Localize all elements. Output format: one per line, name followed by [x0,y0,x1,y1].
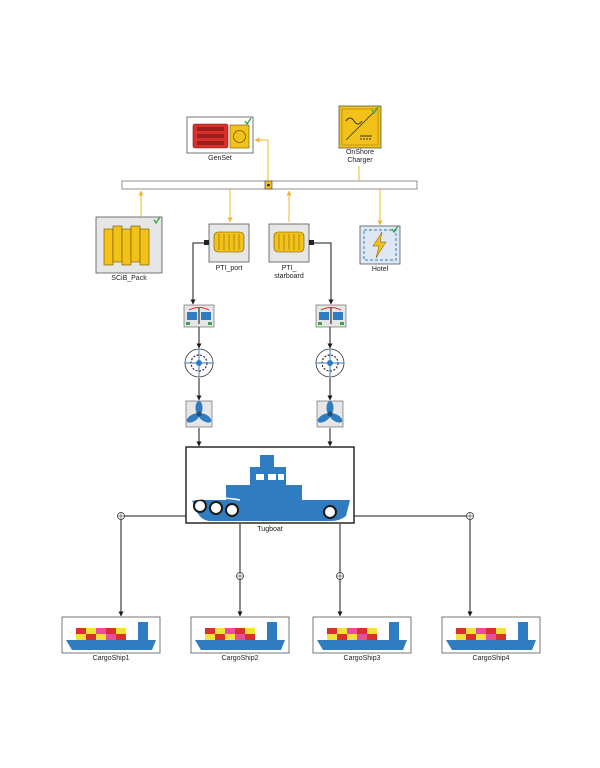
mechanical-lines [118,242,473,617]
pti-port-label: PTI_port [215,265,243,272]
propeller-icon [317,401,343,423]
pti-starboard-block[interactable] [268,223,314,263]
gearbox-port-block[interactable] [184,348,214,378]
propeller-starboard-block[interactable] [316,400,344,428]
cargoship3-label: CargoShip3 [343,655,381,662]
pti-starboard-label: PTI_ starboard [274,265,304,280]
line-tug-cargo4[interactable] [354,515,473,617]
line-pti-port-clutch[interactable] [190,242,204,305]
cargoship1-block[interactable] [61,616,161,654]
genset-generator-icon [229,124,250,149]
cargoship2-label: CargoShip2 [221,655,259,662]
ac-dc-icon [345,117,363,125]
bus-connector-dot [267,183,270,187]
lightning-icon [372,231,387,259]
line-tug-cargo1[interactable] [118,515,186,617]
check-icon [244,117,252,126]
cargo-ship-icon [66,622,156,650]
check-icon [153,216,161,225]
battery-cells-icon [103,225,150,266]
electric-lines [138,137,383,226]
cargo-ship-icon [446,622,536,650]
genset-block[interactable] [186,116,254,154]
red-arrow-icon [188,307,210,311]
cargoship2-block[interactable] [190,616,290,654]
cargo-ship-icon [195,622,285,650]
red-arrow-icon [320,307,342,311]
hotel-block[interactable] [359,225,401,265]
tugboat-icon [191,455,350,521]
scib-pack-block[interactable] [95,216,163,274]
cargoship4-block[interactable] [441,616,541,654]
genset-label: GenSet [208,155,232,162]
clutch-starboard-block[interactable] [315,304,347,328]
cargoship4-label: CargoShip4 [472,655,510,662]
onshore-charger-label: OnShore Charger [345,149,375,164]
gearbox-starboard-block[interactable] [315,348,345,378]
clutch-port-block[interactable] [183,304,215,328]
tugboat-label: Tugboat [257,526,283,533]
cargo-ship-icon [317,622,407,650]
check-icon [391,225,399,234]
propeller-icon [186,401,212,423]
hotel-label: Hotel [371,266,389,273]
scib-pack-label: SCiB_Pack [111,275,147,282]
check-icon [371,106,379,115]
line-bus-genset[interactable] [254,137,269,181]
tugboat-block[interactable] [185,446,355,524]
propeller-port-block[interactable] [185,400,213,428]
cargoship1-label: CargoShip1 [92,655,130,662]
cargoship3-block[interactable] [312,616,412,654]
line-pti-starboard-clutch[interactable] [314,242,334,305]
onshore-charger-block[interactable] [338,105,382,149]
sensor-nodes [117,512,474,580]
pti-port-block[interactable] [204,223,250,263]
